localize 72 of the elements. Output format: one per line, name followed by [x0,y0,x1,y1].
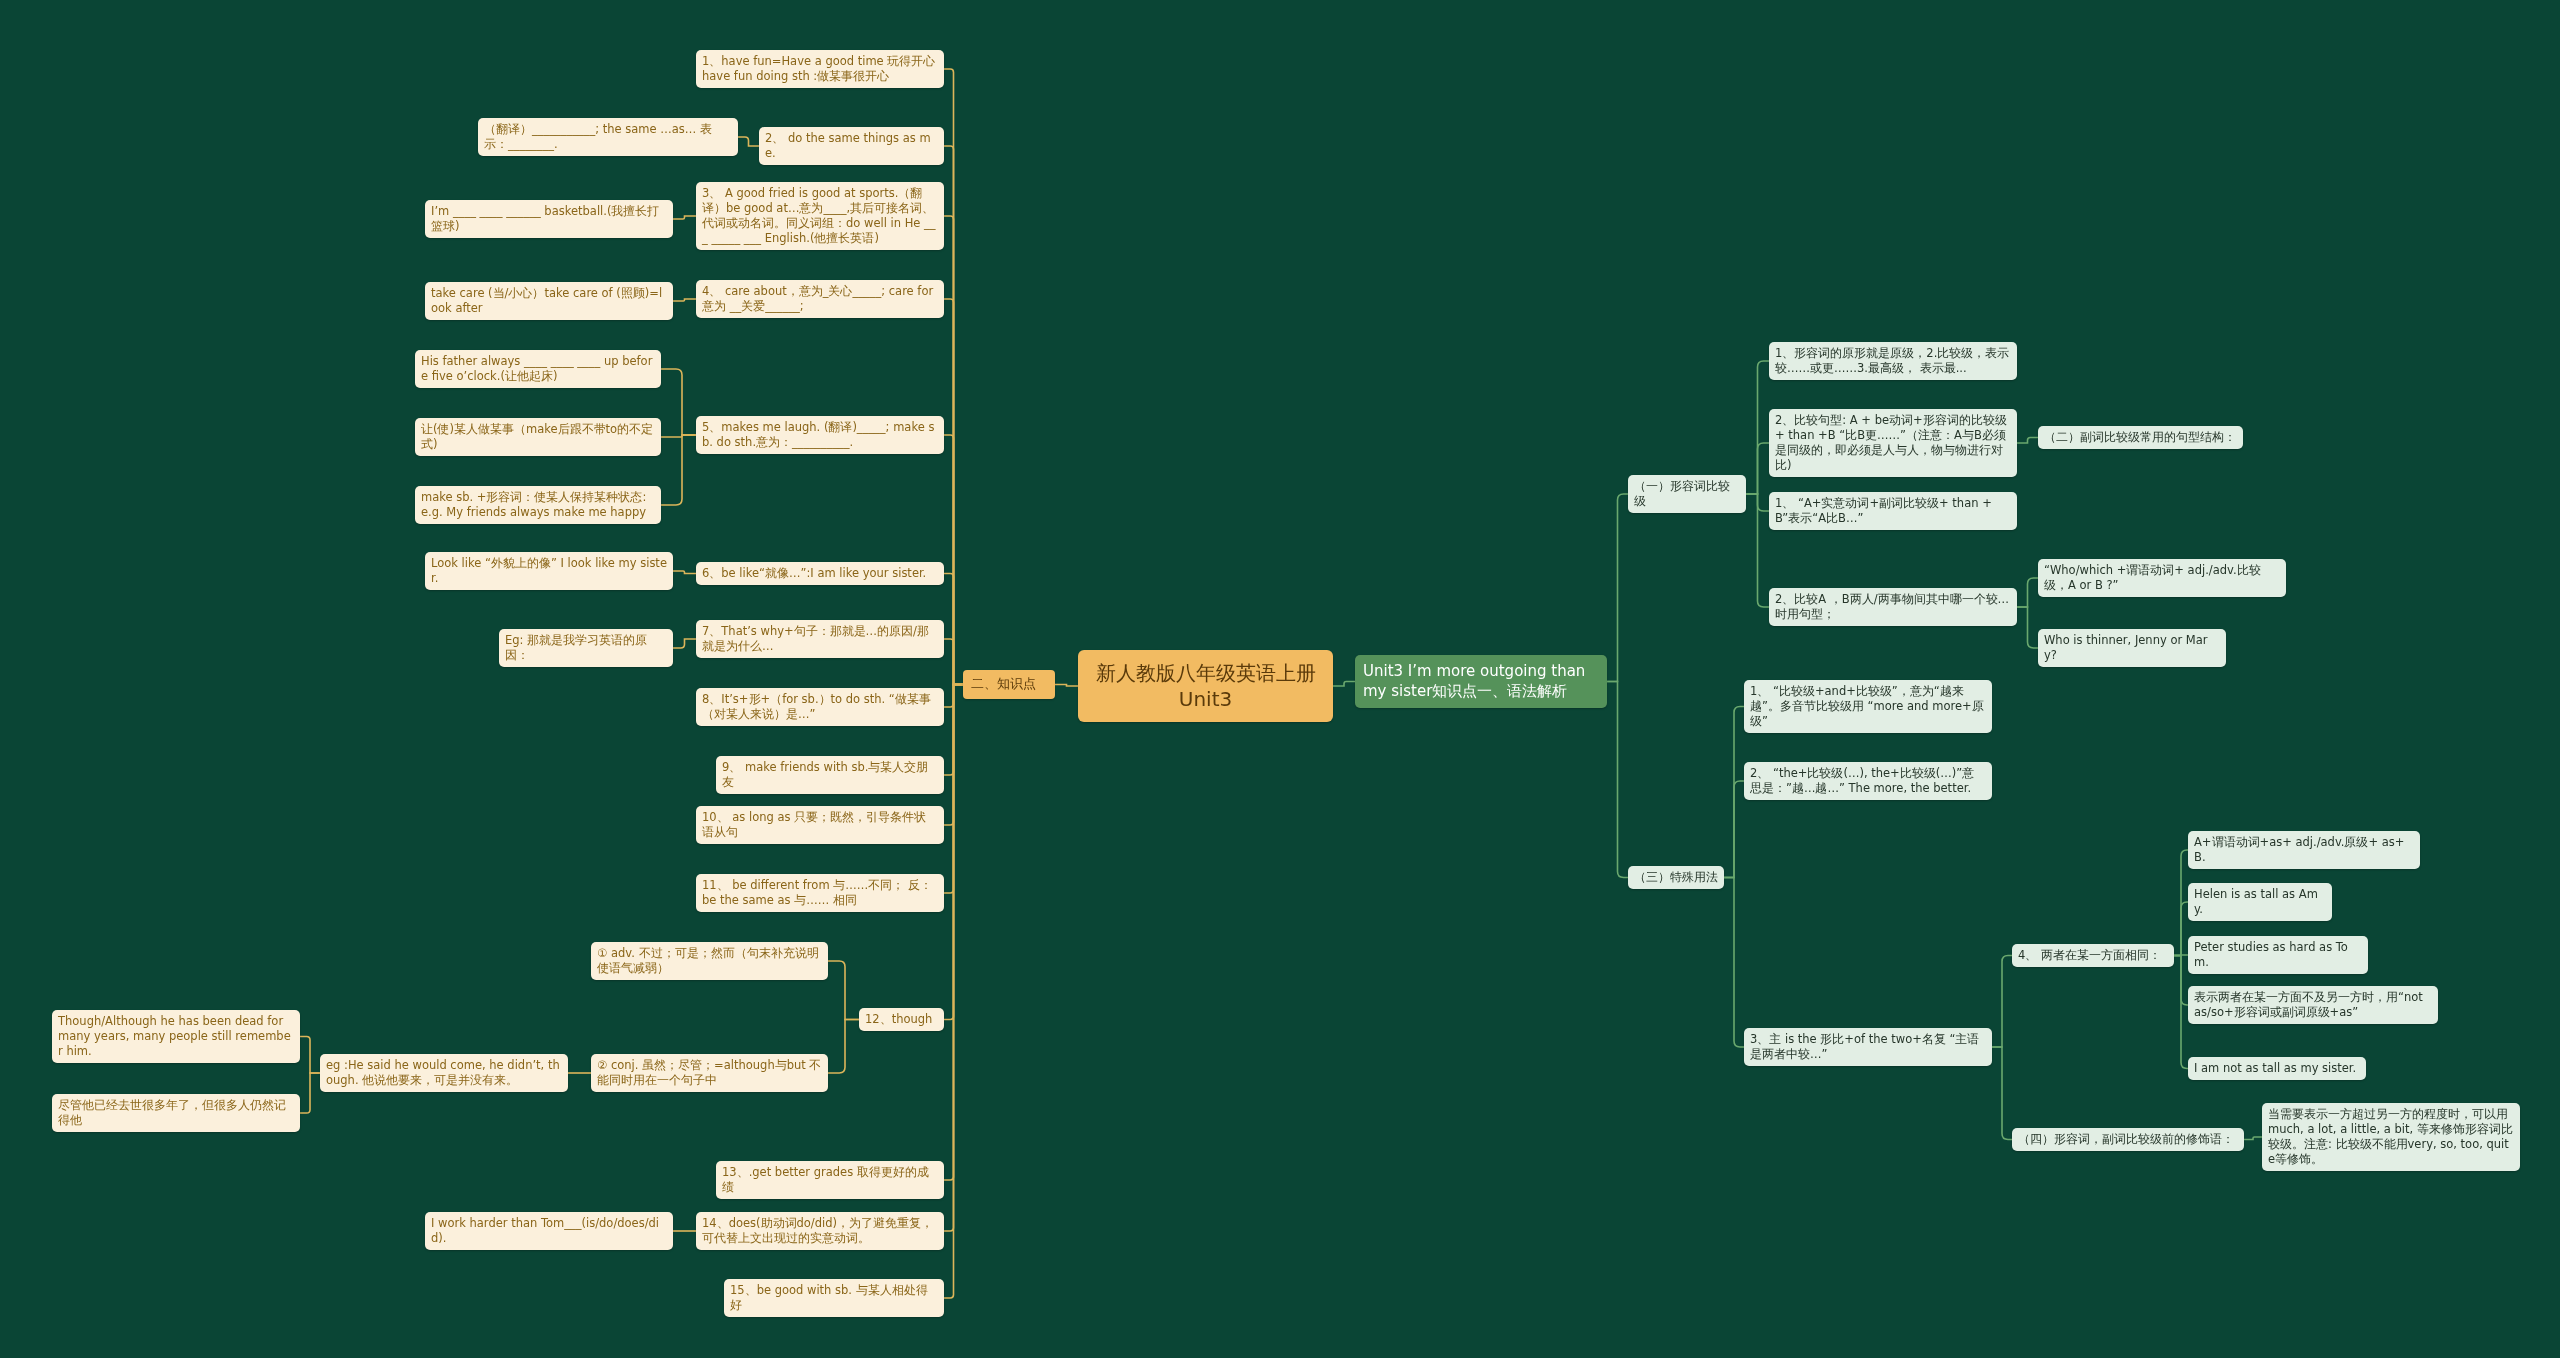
topic-box: 15、be good with sb. 与某人相处得好 [724,1279,944,1317]
topic-box: 6、be like“就像…”:I am like your sister. [696,562,944,585]
topic-box: I am not as tall as my sister. [2188,1057,2366,1080]
connector-line [299,1072,321,1114]
topic-box: （三）特殊用法 [1628,866,1724,889]
topic-box: 1、形容词的原形就是原级，2.比较级，表示较……或更……3.最高级， 表示最... [1769,342,2017,380]
topic-box: 表示两者在某一方面不及另一方时，用“not as/so+形容词或副词原级+as” [2188,986,2438,1024]
topic-box: 尽管他已经去世很多年了，但很多人仍然记得他 [52,1094,300,1132]
connector-line [2016,606,2039,649]
connector-line [672,298,697,302]
topic-box: eg :He said he would come, he didn’t, though. 他说他要来，可是并没有来。 [320,1054,568,1092]
connector-line [1606,680,1629,879]
topic-box: Helen is as tall as Amy. [2188,883,2332,921]
topic-box: 2、 do the same things as me. [759,127,944,165]
topic-box: 2、比较句型: A + be动词+形容词的比较级+ than +B “比B更……”（注意：A与B必须是同级的，即必须是人与人，物与物进行对比) [1769,409,2017,477]
topic-box: 3、主 is the 形比+of the two+名复 “主语是两者中较…” [1744,1028,1992,1066]
connector-line [1054,683,1079,687]
topic-box: 8、It’s+形+（for sb.）to do sth. “做某事（对某人来说）是…” [696,688,944,726]
topic-box: ② conj. 虽然；尽管；=although与but 不能同时用在一个句子中 [591,1054,828,1092]
connector-line [567,1072,592,1074]
topic-box: 让(使)某人做某事（make后跟不带to的不定式) [415,418,661,456]
connector-line [672,570,697,575]
connector-line [2173,954,2189,1070]
connector-line [2243,1136,2263,1141]
connector-line [1332,680,1356,687]
topic-box: Though/Although he has been dead for many years, many people still remember him. [52,1010,300,1063]
topic-box: Unit3 I’m more outgoing than my sister知识点一、语法解析 [1355,655,1607,708]
topic-box: 4、 两者在某一方面相同： [2012,944,2174,967]
topic-box: Peter studies as hard as Tom. [2188,936,2368,974]
topic-box: 1、 “A+实意动词+副词比较级+ than + B”表示“A比B…” [1769,492,2017,530]
topic-box: 新人教版八年级英语上册Unit3 [1078,650,1333,722]
topic-box: 11、 be different from 与……不同； 反：be the same as 与…… 相同 [696,874,944,912]
topic-box: （二）副词比较级常用的句型结构： [2038,426,2243,449]
topic-box: 14、does(助动词do/did)，为了避免重复，可代替上文出现过的实意动词。 [696,1212,944,1250]
topic-box: 2、 “the+比较级(…), the+比较级(…)”意思是：”越…越…” The more, the better. [1744,762,1992,800]
topic-box: 当需要表示一方超过另一方的程度时，可以用much, a lot, a little, a bit, 等来修饰形容词比较级。注意: 比较级不能用very, so, too, quite等修饰。 [2262,1103,2520,1171]
connector-line [672,638,697,649]
topic-box: 1、 “比较级+and+比较级”，意为“越来越”。多音节比较级用 “more and more+原级” [1744,680,1992,733]
connector-line [827,1018,860,1074]
connector-line [1991,1046,2013,1141]
topic-box: 1、have fun=Have a good time 玩得开心 have fun doing sth :做某事很开心 [696,50,944,88]
topic-box: 3、 A good fried is good at sports.（翻译）be good at…意为____,其后可接名词、代词或动名词。同义词组：do well in He ___ _____ ___ English.(他擅长英语) [696,182,944,250]
connector-line [1745,493,1770,608]
topic-box: 5、makes me laugh. (翻译)_____; make sb. do sth.意为：__________. [696,416,944,454]
topic-box: “Who/which +谓语动词+ adj./adv.比较级，A or B ?” [2038,559,2286,597]
topic-box: 4、 care about，意为_关心_____; care for 意为 __关爱______; [696,280,944,318]
topic-box: （翻译）___________; the same …as… 表示：________. [478,118,738,156]
topic-box: ① adv. 不过；可是；然而（句末补充说明使语气减弱） [591,942,828,980]
topic-box: 10、 as long as 只要；既然，引导条件状语从句 [696,806,944,844]
connector-line [2016,436,2039,444]
topic-box: Who is thinner, Jenny or Mary? [2038,629,2226,667]
topic-box: 13、.get better grades 取得更好的成绩 [716,1161,944,1199]
topic-box: 2、比较A ，B两人/两事物间其中哪一个较…时用句型； [1769,588,2017,626]
topic-box: （四）形容词，副词比较级前的修饰语： [2012,1128,2244,1151]
topic-box: （一）形容词比较级 [1628,475,1746,513]
connector-line [672,215,697,220]
connector-line [672,1230,697,1232]
topic-box: take care (当/小心）take care of (照顾)=look after [425,282,673,320]
topic-box: 9、 make friends with sb.与某人交朋友 [716,756,944,794]
topic-box: I work harder than Tom___(is/do/does/did). [425,1212,673,1250]
connector-line [737,136,760,147]
topic-box: 12、though [859,1008,944,1031]
connector-line [660,434,697,506]
topic-box: make sb. +形容词：使某人保持某种状态: e.g. My friends always make me happy [415,486,661,524]
connector-line [1723,876,1745,1048]
topic-box: I’m ____ ____ ______ basketball.(我擅长打篮球) [425,200,673,238]
topic-box: His father always ____ ____ ____ up before five o’clock.(让他起床) [415,350,661,388]
topic-box: A+谓语动词+as+ adj./adv.原级+ as+ B. [2188,831,2420,869]
topic-box: 7、That’s why+句子：那就是…的原因/那就是为什么… [696,620,944,658]
topic-box: Eg: 那就是我学习英语的原因： [499,629,673,667]
topic-box: 二、知识点 [963,670,1055,699]
topic-box: Look like “外貌上的像” I look like my sister. [425,552,673,590]
